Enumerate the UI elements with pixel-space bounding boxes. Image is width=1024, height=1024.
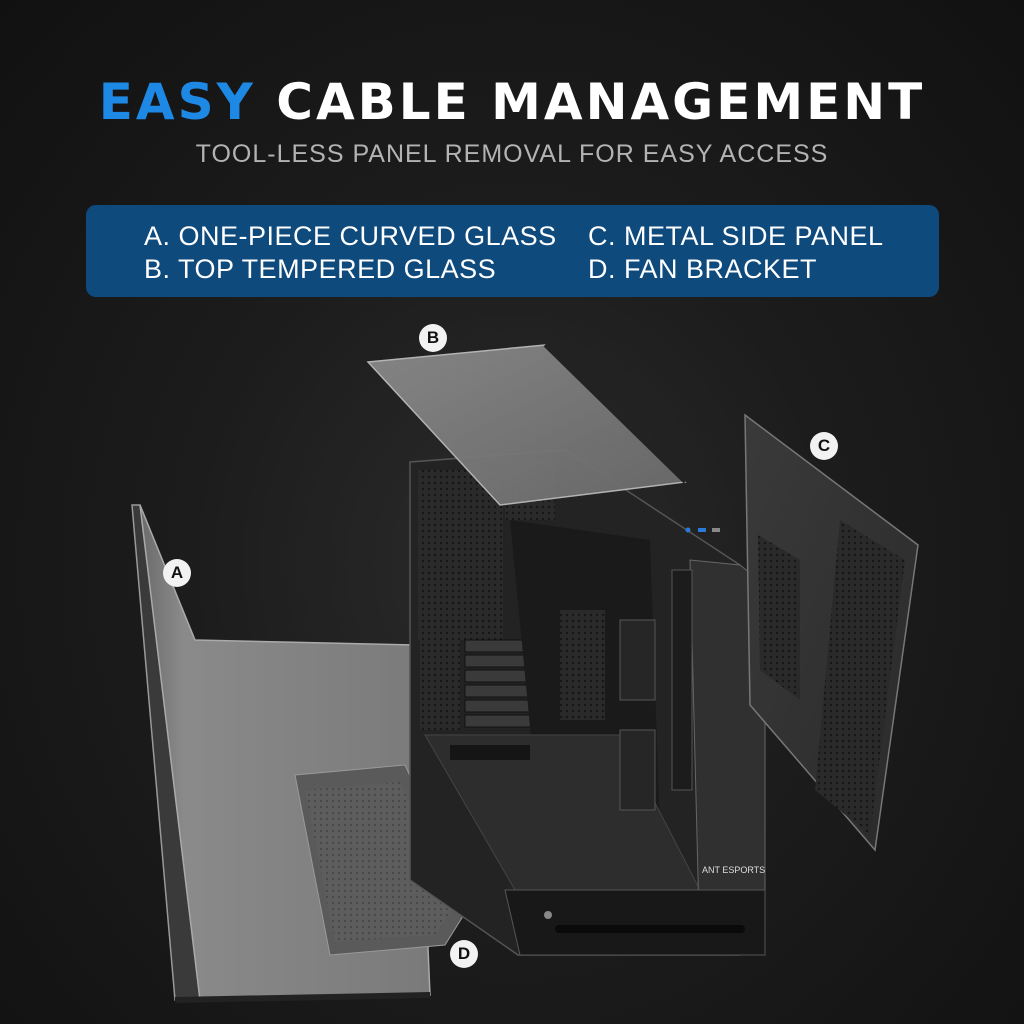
pc-case-exploded-illustration: ANT ESPORTS [131,343,919,1003]
page-subtitle: TOOL-LESS PANEL REMOVAL FOR EASY ACCESS [195,140,829,168]
title-accent: EASY [98,73,256,131]
brand-logo: ANT ESPORTS [702,865,765,875]
legend-item-b: B. TOP TEMPERED GLASS [144,254,497,284]
pc-case-chassis [409,449,766,956]
metal-side-panel-c [744,413,919,852]
top-tempered-glass-b [366,343,687,506]
legend-box: A. ONE-PIECE CURVED GLASS B. TOP TEMPERE… [86,205,939,297]
legend-item-c: C. METAL SIDE PANEL [588,221,884,251]
legend-item-d: D. FAN BRACKET [588,254,818,284]
page-title: EASY CABLE MANAGEMENT [0,72,1024,132]
callout-c: C [810,432,838,460]
callout-d: D [450,940,478,968]
callout-b: B [419,324,447,352]
title-rest: CABLE MANAGEMENT [276,73,926,131]
legend-item-a: A. ONE-PIECE CURVED GLASS [144,221,557,251]
callout-a: A [163,559,191,587]
